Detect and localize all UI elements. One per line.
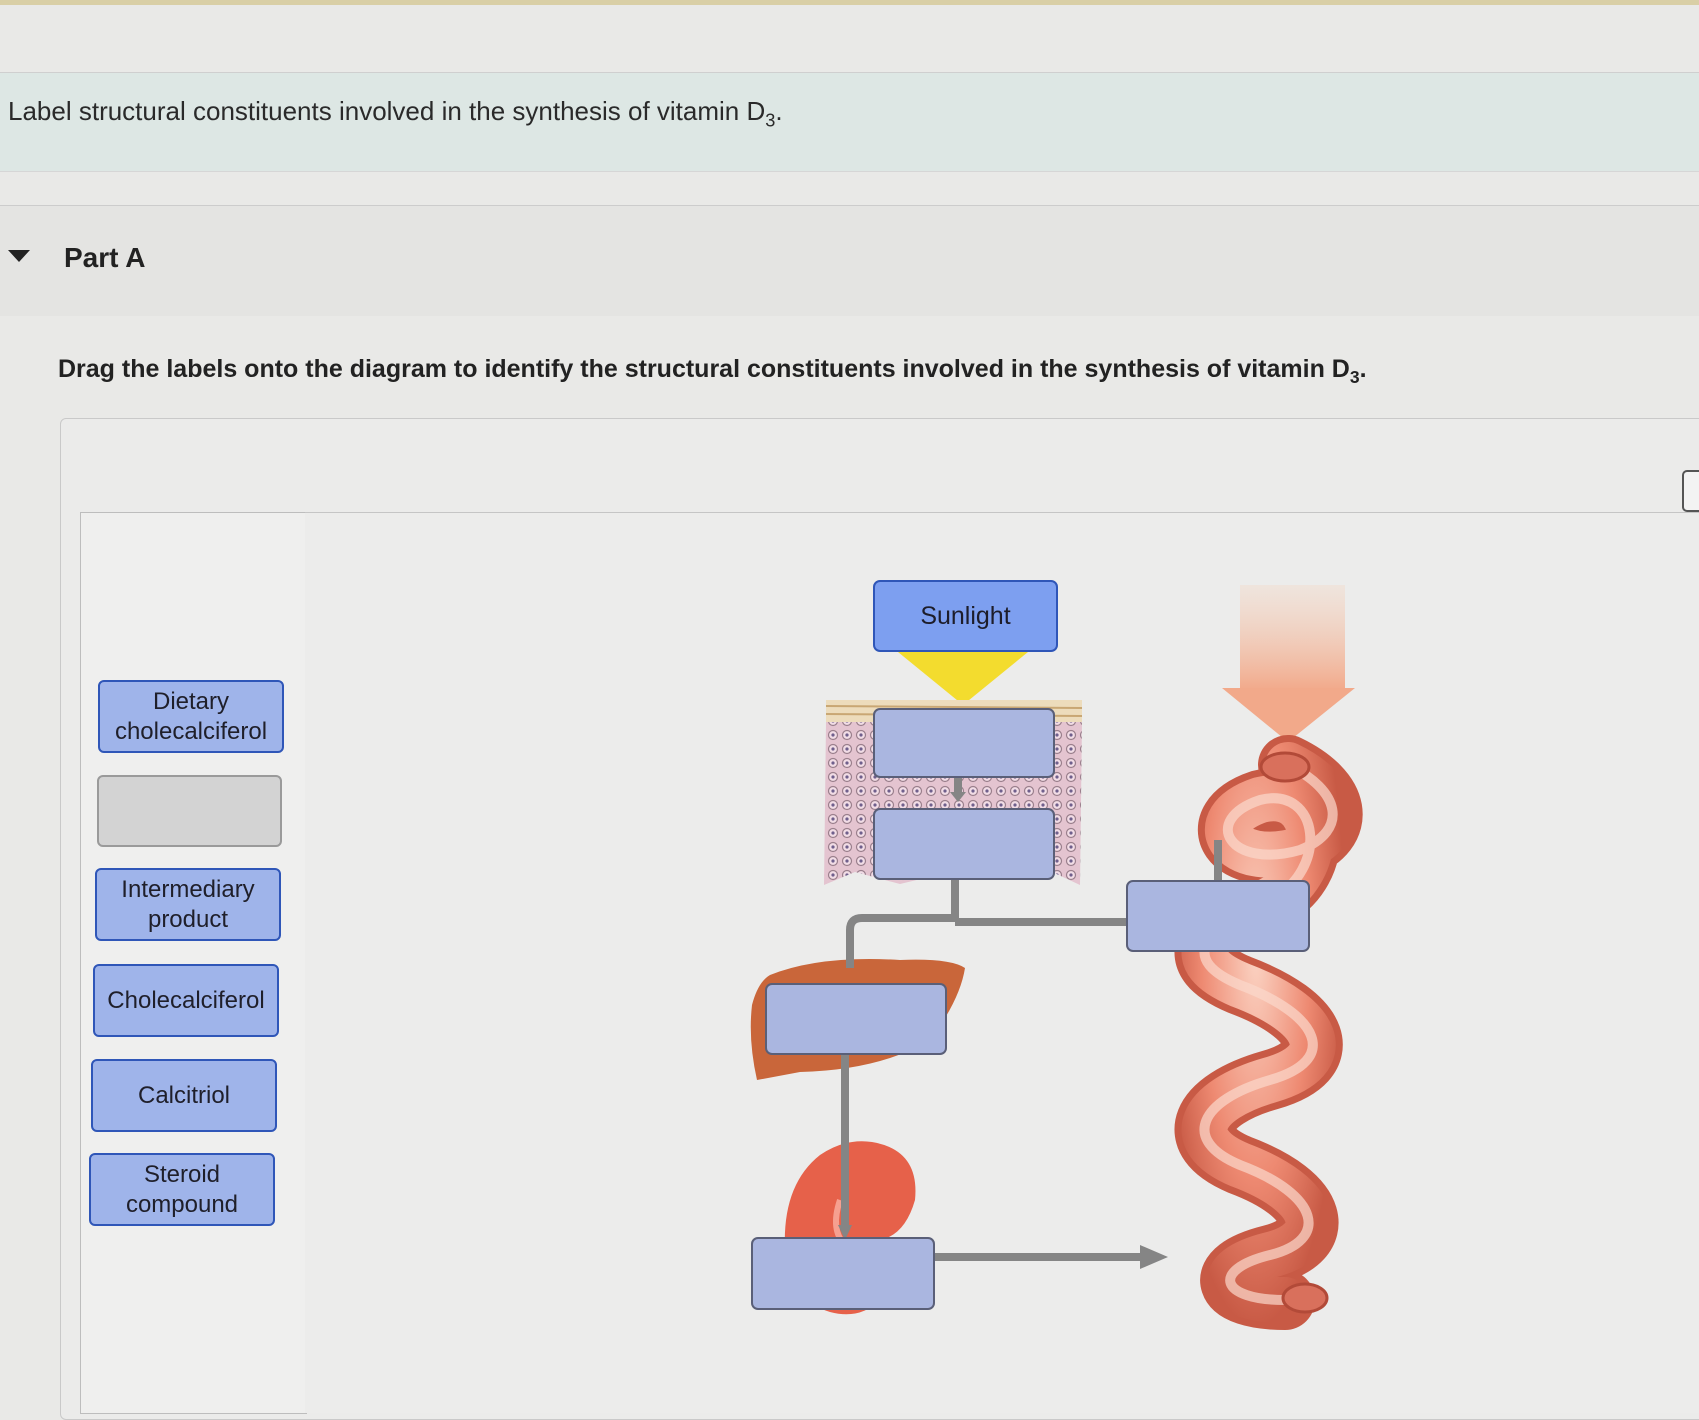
label-dietary-cholecalciferol[interactable]: Dietary cholecalciferol xyxy=(98,680,284,753)
pathway-connectors xyxy=(841,778,1222,1261)
top-accent-line xyxy=(0,0,1699,5)
dietary-intake-arrow xyxy=(1222,585,1355,742)
label-bank xyxy=(80,512,307,1414)
collapse-caret-icon[interactable] xyxy=(8,250,30,262)
sunlight-label: Sunlight xyxy=(873,580,1058,652)
label-intermediary-product[interactable]: Intermediary product xyxy=(95,868,281,941)
reset-button[interactable] xyxy=(1682,470,1699,512)
dropzone-kidney[interactable] xyxy=(751,1237,935,1310)
sunlight-ray-icon xyxy=(898,652,1028,705)
part-title[interactable]: Part A xyxy=(64,242,146,273)
dropzone-skin-top[interactable] xyxy=(873,708,1055,778)
instruction-text: Drag the labels onto the diagram to iden… xyxy=(58,355,1367,388)
label-cholecalciferol[interactable]: Cholecalciferol xyxy=(93,964,279,1037)
arrowhead-icon xyxy=(950,792,966,802)
dropzone-intestine[interactable] xyxy=(1126,880,1310,952)
label-calcitriol[interactable]: Calcitriol xyxy=(91,1059,277,1132)
dropzone-skin-bottom[interactable] xyxy=(873,808,1055,880)
label-slot-empty[interactable] xyxy=(97,775,282,847)
arrowhead-icon xyxy=(838,1225,852,1240)
question-text: Label structural constituents involved i… xyxy=(8,96,783,131)
intestine-illustration xyxy=(1174,735,1363,1330)
arrowhead-icon xyxy=(1140,1245,1168,1269)
question-band xyxy=(0,72,1699,172)
dropzone-liver[interactable] xyxy=(765,983,947,1055)
label-steroid-compound[interactable]: Steroid compound xyxy=(89,1153,275,1226)
vitamin-d-pathway-diagram xyxy=(750,585,1363,1330)
part-header xyxy=(0,205,1699,316)
